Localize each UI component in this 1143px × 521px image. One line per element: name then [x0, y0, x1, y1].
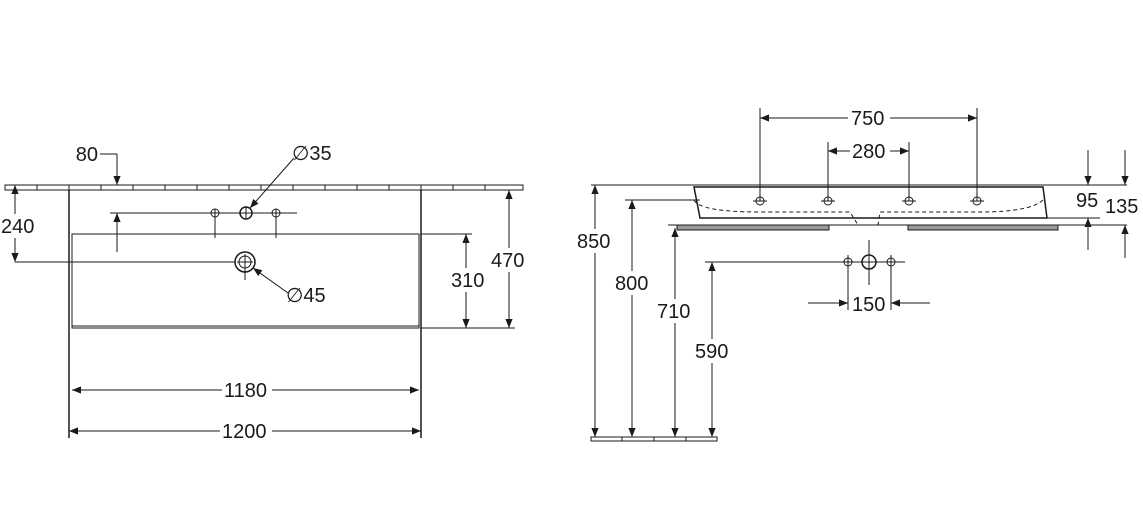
- dim-label-750: 750: [851, 108, 884, 130]
- side-view: 750 280 95 135 850 800 710 590: [575, 106, 1138, 442]
- washbasin-side-outline: [591, 184, 1127, 231]
- side-tap-holes: [753, 196, 984, 206]
- dim-label-590: 590: [695, 341, 728, 363]
- front-view: 80 ∅35 240 ∅45 310 470 1180 1200: [0, 143, 530, 443]
- wall-tile-strip: [4, 184, 524, 191]
- tap-holes: [110, 206, 297, 238]
- dim-label-80: 80: [76, 144, 98, 166]
- dim-label-diameter-35: ∅35: [292, 143, 332, 165]
- dim-label-1200: 1200: [222, 421, 267, 443]
- dim-label-150: 150: [852, 294, 885, 316]
- dim-label-310: 310: [451, 270, 484, 292]
- washbasin-front-outline: [68, 190, 422, 438]
- dim-label-1180: 1180: [224, 380, 267, 402]
- dim-label-710: 710: [657, 301, 690, 323]
- supply-connections: [705, 240, 905, 285]
- wall-bracket-left: [676, 224, 830, 231]
- dim-label-95: 95: [1076, 190, 1098, 212]
- floor-tile-strip: [590, 436, 718, 442]
- dim-label-240: 240: [1, 216, 34, 238]
- dim-label-800: 800: [615, 273, 648, 295]
- dim-label-diameter-45: ∅45: [286, 285, 326, 307]
- dim-label-280: 280: [852, 141, 885, 163]
- dim-label-850: 850: [577, 231, 610, 253]
- dim-label-135: 135: [1105, 196, 1138, 218]
- dim-label-470: 470: [491, 250, 524, 272]
- wall-bracket-right: [907, 224, 1059, 231]
- drain: [234, 251, 256, 280]
